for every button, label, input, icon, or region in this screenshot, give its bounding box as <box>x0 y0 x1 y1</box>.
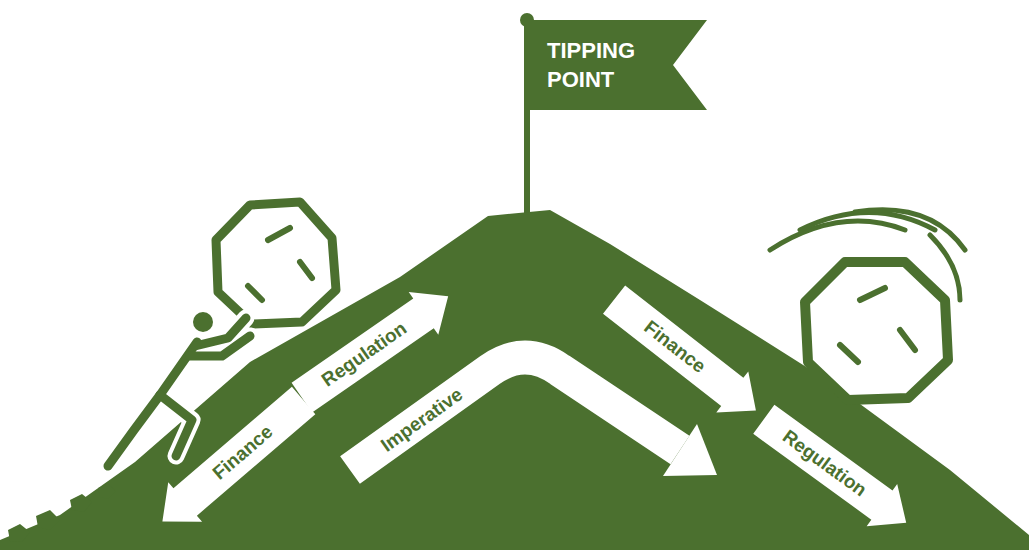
flag-shape <box>527 20 707 110</box>
mountain <box>0 210 1029 550</box>
motion-lines <box>770 210 965 300</box>
arrow-label: Imperative <box>377 383 467 456</box>
flag-label: TIPPING POINT <box>547 36 667 94</box>
pebbles <box>8 484 116 542</box>
node-outline <box>527 20 707 110</box>
curve-head <box>663 424 717 476</box>
curve-body <box>350 358 680 471</box>
arrow-body <box>598 279 772 431</box>
tipping-flag: TIPPING POINT <box>527 20 707 110</box>
arrow-body <box>749 398 922 544</box>
arrow-body <box>145 381 320 542</box>
left-boulder <box>216 202 336 324</box>
right-boulder <box>805 262 948 400</box>
